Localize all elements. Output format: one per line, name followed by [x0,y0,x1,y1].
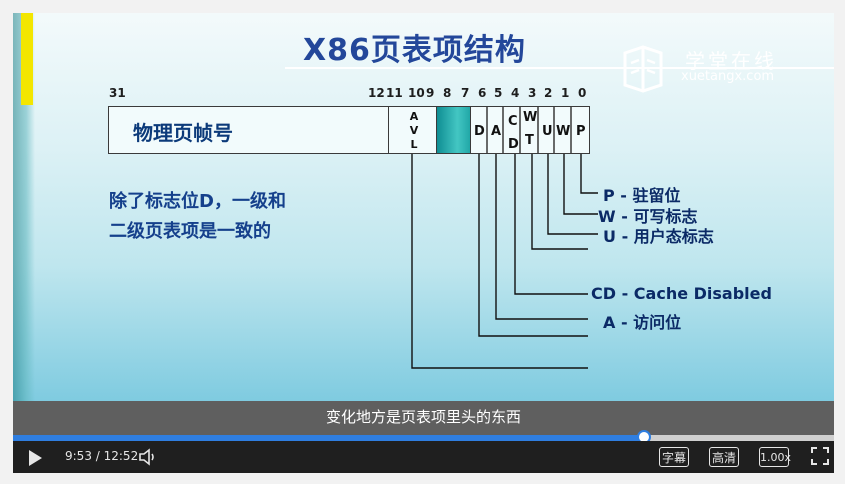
pte-diagram-lines [411,106,598,369]
title-underline [285,67,834,69]
bit-number-12: 12 [368,86,385,100]
flag-p: P [576,124,586,139]
logo-url: xuetangx.com [681,69,775,84]
decorative-side-bar [13,13,35,401]
flag-cd-d: D [508,137,519,152]
bit-number-6: 6 [478,86,487,100]
legend-w: W - 可写标志 [598,207,698,226]
flag-wt-w: W [523,110,538,125]
control-bar: 9:53 / 12:52 字幕 高清 1.00x [13,441,834,473]
fullscreen-icon[interactable] [810,446,830,466]
video-subtitle: 变化地方是页表项里头的东西 [13,401,834,435]
frame-number-cell [108,106,390,154]
frame-number-label: 物理页帧号 [133,121,233,145]
bit-number-0: 0 [578,86,587,100]
xuetangx-logo-icon [623,45,663,93]
slide-content[interactable]: X86页表项结构 学堂在线 xuetangx.com 31 12 11 10 9… [13,13,834,401]
logo-text: 学堂在线 [685,49,777,73]
bit-number-8: 8 [443,86,452,100]
accent-bar [21,13,33,105]
flag-cells [470,106,590,154]
bit-number-7: 7 [461,86,470,100]
bit-number-31: 31 [109,86,126,100]
flag-wt-t: T [525,133,534,148]
bit-number-11: 11 [386,86,403,100]
bit-number-10: 10 [408,86,425,100]
flag-w: W [556,124,571,139]
flag-d: D [474,124,485,139]
flag-cd-c: C [508,114,518,129]
subtitle-button[interactable]: 字幕 [659,447,689,467]
note-line-2: 二级页表项是一致的 [109,221,271,242]
avl-cell [388,106,438,154]
flag-a: A [491,124,502,139]
bit-number-5: 5 [494,86,503,100]
play-icon[interactable] [23,447,45,469]
note-line-1: 除了标志位D，一级和 [109,191,286,212]
bit-number-2: 2 [544,86,553,100]
legend-p: P - 驻留位 [603,186,681,205]
legend-a: A - 访问位 [603,313,682,332]
progress-fill [13,435,644,441]
bit-number-4: 4 [511,86,520,100]
volume-icon[interactable] [137,446,159,468]
video-player: X86页表项结构 学堂在线 xuetangx.com 31 12 11 10 9… [13,13,834,473]
legend-u: U - 用户态标志 [603,227,714,246]
bit-number-1: 1 [561,86,570,100]
flag-u: U [542,124,553,139]
slide-title: X86页表项结构 [303,33,526,68]
time-display: 9:53 / 12:52 [65,449,139,463]
speed-button[interactable]: 1.00x [759,447,791,467]
legend-cd: CD - Cache Disabled [591,284,772,303]
bit-number-9: 9 [426,86,435,100]
bit-number-3: 3 [528,86,537,100]
avl-label: A V L [409,110,419,151]
quality-button[interactable]: 高清 [709,447,739,467]
progress-bar[interactable] [13,430,834,444]
